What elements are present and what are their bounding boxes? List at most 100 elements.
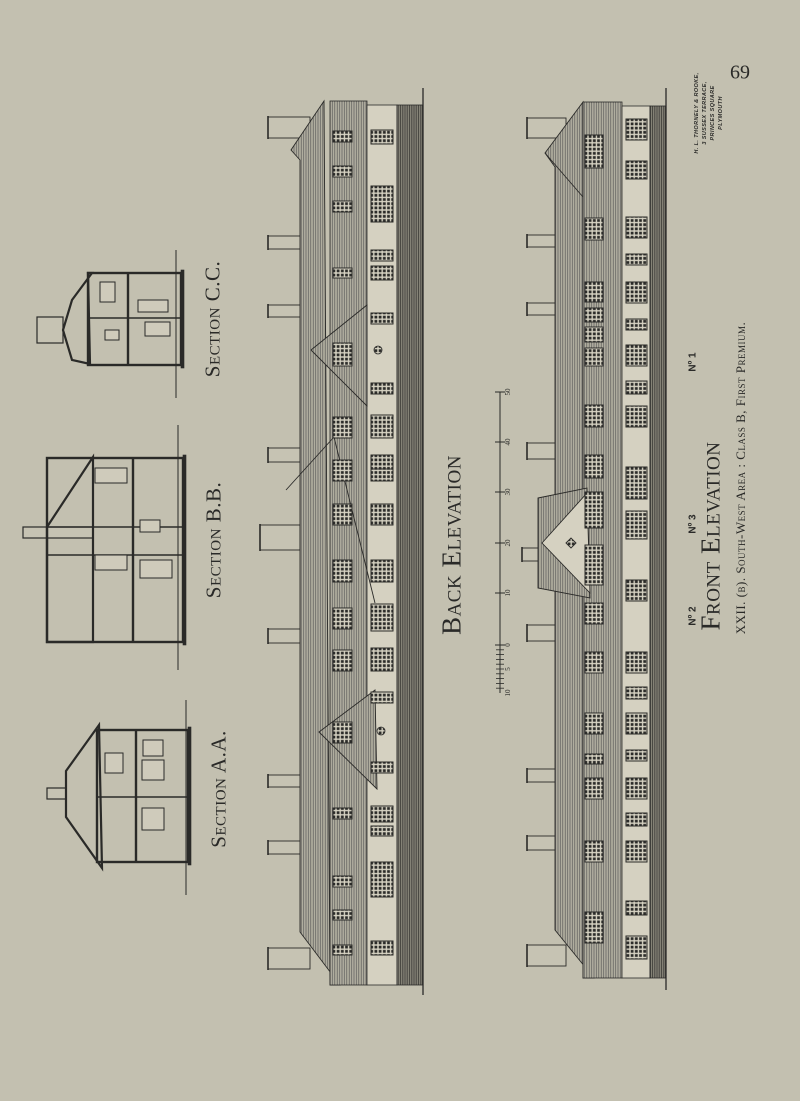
window — [625, 160, 648, 180]
scale-tick-label: 20 — [504, 539, 512, 547]
ground-floor-wall — [621, 105, 651, 979]
window — [370, 761, 394, 774]
window — [332, 721, 353, 744]
door — [144, 321, 171, 337]
window — [370, 861, 394, 898]
door — [94, 554, 128, 571]
chimney — [267, 947, 311, 970]
window — [625, 405, 648, 428]
scale-tick-label: 40 — [504, 438, 512, 446]
window — [625, 651, 648, 674]
window — [625, 777, 648, 800]
door — [94, 467, 128, 484]
door — [99, 281, 116, 303]
window — [625, 318, 648, 331]
window — [625, 216, 648, 239]
window — [584, 911, 604, 944]
window — [625, 253, 648, 266]
window — [625, 510, 648, 540]
window — [584, 134, 604, 169]
chimney — [526, 944, 567, 967]
door — [104, 752, 124, 774]
architect-line-1: H. L. THORNELY & ROOKE, — [694, 72, 700, 154]
house-label-3: Nº 3 — [687, 514, 699, 534]
window — [584, 281, 604, 303]
foundation — [182, 454, 187, 646]
window — [332, 909, 353, 921]
window — [584, 307, 604, 323]
window — [625, 712, 648, 735]
architect-line-4: PLYMOUTH — [718, 96, 724, 130]
door — [139, 559, 173, 579]
window — [625, 686, 648, 700]
window — [332, 200, 353, 213]
door — [104, 329, 120, 341]
window — [584, 217, 604, 241]
window — [584, 840, 604, 863]
foundation — [180, 269, 185, 369]
section-aa-title: Section A.A. — [206, 730, 231, 848]
scale-tick-label: 5 — [504, 667, 512, 671]
window — [584, 404, 604, 428]
vent-diamond — [565, 537, 577, 549]
window — [332, 459, 353, 482]
window — [584, 454, 604, 479]
ground-floor-wall — [366, 104, 398, 986]
plate-caption: XXII. (b). South-West Area : Class B, Fi… — [733, 321, 748, 635]
window — [370, 647, 394, 672]
roundel-window — [376, 726, 386, 736]
first-floor-wall — [329, 100, 368, 986]
window — [625, 812, 648, 827]
window — [370, 805, 394, 823]
back-elevation — [259, 88, 424, 995]
window — [584, 326, 604, 343]
window — [584, 602, 604, 625]
window — [370, 382, 394, 395]
foundation — [187, 726, 192, 866]
window — [370, 825, 394, 837]
window — [625, 118, 648, 141]
window — [625, 935, 648, 960]
scale-tick-label: 10 — [504, 589, 512, 597]
scale-tick-label: 0 — [504, 643, 512, 647]
window — [370, 603, 394, 632]
window — [584, 544, 604, 586]
window — [332, 130, 353, 143]
window — [584, 712, 604, 735]
house-label-1: Nº 1 — [687, 352, 699, 372]
hip-line — [544, 152, 584, 198]
door — [141, 759, 165, 781]
scale-tick-label: 10 — [504, 689, 512, 697]
roof-outline — [64, 721, 104, 872]
window — [332, 607, 353, 630]
section-bb — [22, 425, 187, 670]
walls — [45, 456, 185, 644]
window — [625, 900, 648, 916]
window — [332, 649, 353, 672]
window — [584, 491, 604, 529]
chimney — [46, 787, 67, 800]
scale-tick-label: 50 — [504, 388, 512, 396]
window — [625, 466, 648, 500]
window — [625, 579, 648, 602]
window — [370, 503, 394, 526]
window — [332, 267, 353, 279]
window — [625, 344, 648, 367]
window — [370, 468, 394, 482]
window — [332, 875, 353, 888]
front-elevation-title: Front Elevation — [695, 441, 726, 631]
window — [370, 940, 394, 956]
section-cc — [36, 250, 185, 398]
window — [332, 944, 353, 956]
chimney — [22, 526, 94, 539]
window — [370, 249, 394, 262]
window — [370, 559, 394, 583]
chimney — [259, 524, 301, 551]
scale-tick-label: 30 — [504, 488, 512, 496]
window — [332, 165, 353, 178]
door — [142, 739, 164, 757]
window — [370, 414, 394, 439]
window — [584, 347, 604, 367]
